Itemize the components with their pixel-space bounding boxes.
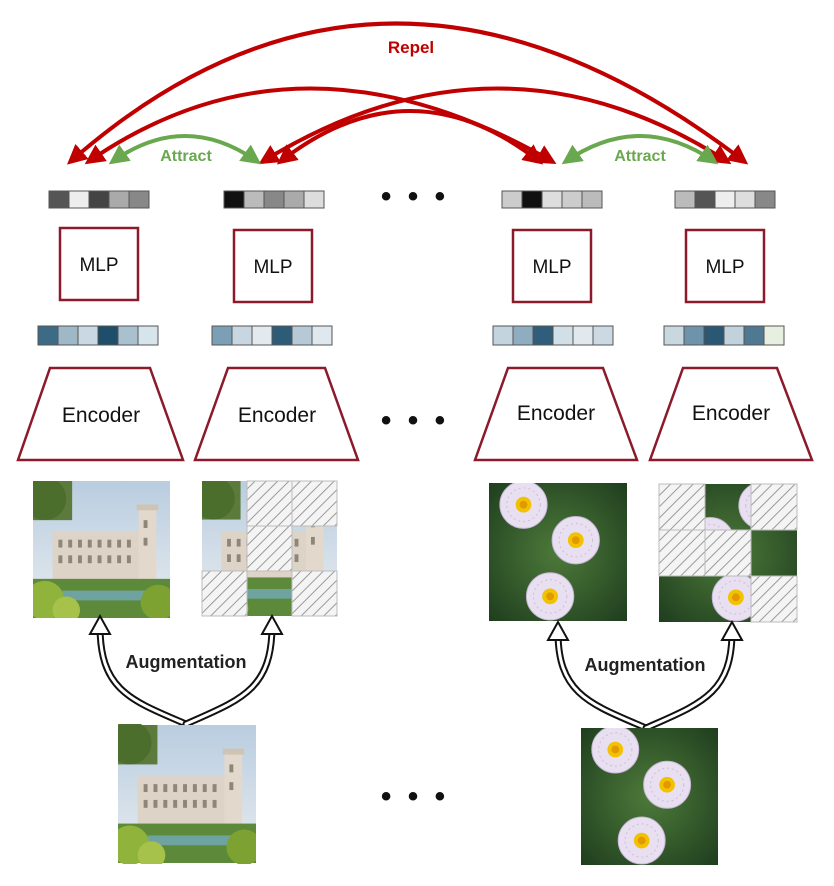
feature-vector-3-cell [572,325,594,346]
feature-vector-2-cell [311,325,333,346]
projection-vector-4-cell [674,190,696,209]
feature-vector-3-cell [512,325,534,346]
feature-vector-1-cell [37,325,59,346]
projection-vector-3-cell [521,190,543,209]
projection-vector-1-cell [128,190,150,209]
projection-vector-2-cell [283,190,305,209]
feature-vector-4 [663,325,785,346]
projection-vector-2-cell [263,190,285,209]
attract-arrows [108,134,719,165]
encoder-label-1: Encoder [62,404,140,427]
projection-vector-3-cell [581,190,603,209]
projection-vector-2 [223,190,325,209]
projection-vector-2-cell [243,190,265,209]
mlp-blocks: MLP MLP MLP MLP [58,226,766,304]
augmentation-arrows-right [546,619,744,732]
feature-vector-3-cell [532,325,554,346]
flower-view-1 [489,481,627,621]
encoder-label-3: Encoder [517,402,595,425]
feature-vector-2-cell [291,325,313,346]
feature-vector-1-cell [137,325,159,346]
castle-source-image [118,724,256,864]
castle-view-2-masked [201,480,338,617]
feature-vector-3 [492,325,614,346]
encoder-label-4: Encoder [692,402,770,425]
feature-vector-1-cell [77,325,99,346]
feature-vector-2 [211,325,333,346]
augmentation-label-left: Augmentation [126,652,247,672]
repel-arrows [66,21,749,165]
mlp-label-3: MLP [532,257,571,278]
mlp-block-2: MLP [232,228,314,304]
repel-arrow-1 [66,21,749,165]
projection-vector-3-cell [561,190,583,209]
projection-vector-4-cell [694,190,716,209]
feature-vector-4-cell [763,325,785,346]
mlp-label-4: MLP [705,257,744,278]
encoder-block-4: Encoder [648,366,814,462]
attract-arrow-right [561,134,719,165]
mlp-label-1: MLP [79,255,118,276]
ellipsis-bottom: • • • [381,780,449,813]
feature-vector-3-cell [592,325,614,346]
feature-vector-1-cell [117,325,139,346]
feature-vector-3-cell [492,325,514,346]
projection-vector-3 [501,190,603,209]
attract-label-left: Attract [160,148,212,165]
encoder-block-1: Encoder [16,366,185,462]
castle-view-1 [33,481,170,618]
feature-vector-1-cell [97,325,119,346]
projection-vector-3-cell [541,190,563,209]
feature-vectors [37,325,785,346]
ellipsis-top: • • • [381,180,449,213]
feature-vector-2-cell [271,325,293,346]
attract-label-right: Attract [614,148,666,165]
encoder-block-2: Encoder [193,366,360,462]
feature-vector-4-cell [743,325,765,346]
mlp-block-3: MLP [511,228,593,304]
projection-vector-4-cell [714,190,736,209]
repel-label: Repel [388,38,434,57]
feature-vector-2-cell [211,325,233,346]
encoder-blocks: Encoder Encoder Encoder Encoder [16,366,814,462]
projection-vector-1-cell [88,190,110,209]
projection-vector-1-cell [48,190,70,209]
projection-vector-3-cell [501,190,523,209]
attract-arrow-left [108,134,262,165]
flower-view-2-masked [658,483,798,623]
feature-vector-3-cell [552,325,574,346]
projection-vector-1-cell [108,190,130,209]
mlp-block-4: MLP [684,228,766,304]
repel-arrow-3 [258,86,732,165]
feature-vector-2-cell [251,325,273,346]
feature-vector-1-cell [57,325,79,346]
flower-source-image [581,726,718,865]
projection-vectors [48,190,776,209]
feature-vector-2-cell [231,325,253,346]
mlp-block-1: MLP [58,226,140,302]
projection-vector-4-cell [754,190,776,209]
feature-vector-4-cell [683,325,705,346]
feature-vector-1 [37,325,159,346]
feature-vector-4-cell [723,325,745,346]
projection-vector-4-cell [734,190,756,209]
augmentation-label-right: Augmentation [585,655,706,675]
augmentation-arrows-left [88,613,284,728]
feature-vector-4-cell [703,325,725,346]
ellipsis-middle: • • • [381,404,449,437]
projection-vector-1 [48,190,150,209]
projection-vector-1-cell [68,190,90,209]
projection-vector-2-cell [223,190,245,209]
feature-vector-4-cell [663,325,685,346]
projection-vector-4 [674,190,776,209]
repel-arrow-4 [276,109,544,165]
mlp-label-2: MLP [253,257,292,278]
encoder-block-3: Encoder [473,366,639,462]
encoder-label-2: Encoder [238,404,316,427]
projection-vector-2-cell [303,190,325,209]
